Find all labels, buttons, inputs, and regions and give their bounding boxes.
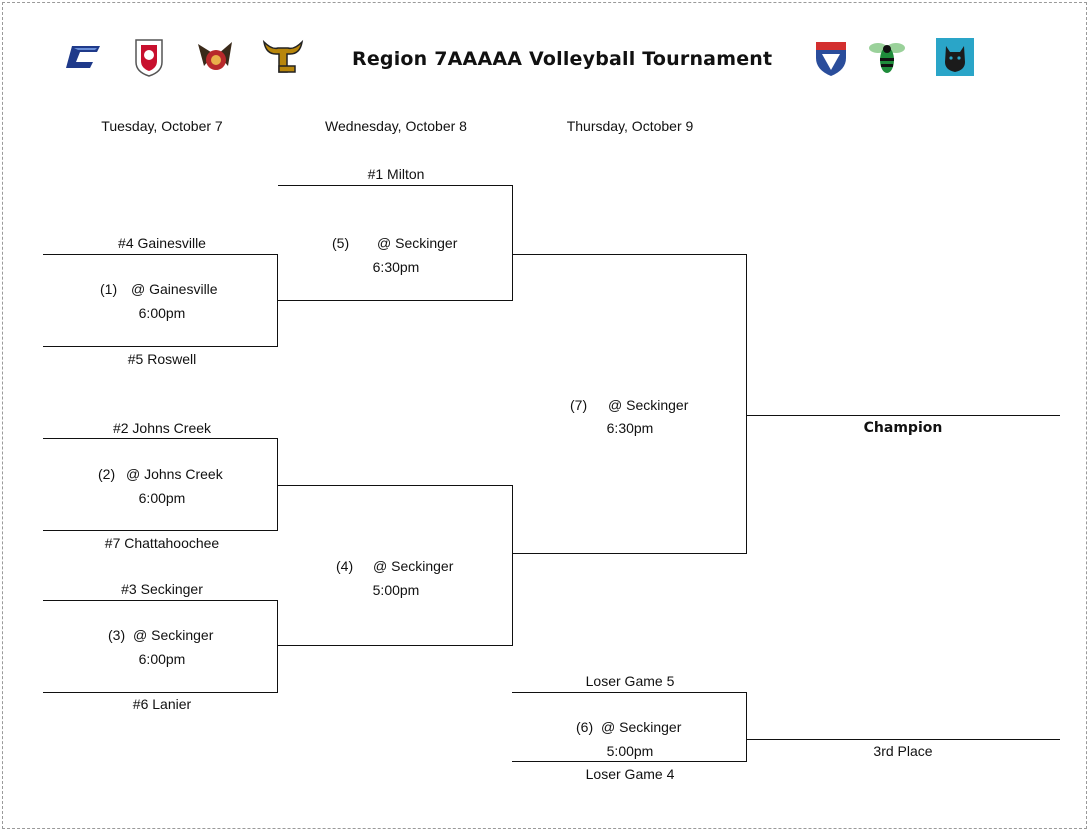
bracket-line-gainesville bbox=[43, 254, 278, 255]
bracket-line-milton bbox=[278, 185, 513, 186]
third-place-label: 3rd Place bbox=[873, 743, 933, 759]
day-header-thursday: Thursday, October 9 bbox=[566, 118, 694, 134]
bracket-connector-game6 bbox=[746, 692, 747, 762]
game5-number: (5) bbox=[332, 235, 350, 251]
bracket-line-game2-winner bbox=[278, 485, 513, 486]
day-header-tuesday: Tuesday, October 7 bbox=[101, 118, 223, 134]
game5-time: 6:30pm bbox=[372, 259, 420, 275]
team-label-johns-creek: #2 Johns Creek bbox=[112, 420, 212, 436]
bracket-connector-game2 bbox=[277, 438, 278, 531]
bracket-line-game4-winner bbox=[512, 553, 747, 554]
game3-number: (3) bbox=[108, 627, 126, 643]
game1-time: 6:00pm bbox=[138, 305, 186, 321]
eagle-shield-logo-icon bbox=[810, 36, 852, 78]
team-label-gainesville: #4 Gainesville bbox=[118, 235, 206, 251]
bracket-connector-game1 bbox=[277, 254, 278, 347]
game6-number: (6) bbox=[576, 719, 594, 735]
game5-location: @ Seckinger bbox=[377, 235, 458, 251]
c-logo-icon bbox=[64, 36, 106, 78]
bracket-line-loser-game5 bbox=[512, 692, 747, 693]
day-header-wednesday: Wednesday, October 8 bbox=[325, 118, 467, 134]
game4-location: @ Seckinger bbox=[373, 558, 454, 574]
game4-time: 5:00pm bbox=[372, 582, 420, 598]
bracket-connector-game7 bbox=[746, 254, 747, 554]
team-label-lanier: #6 Lanier bbox=[132, 696, 192, 712]
team-label-milton: #1 Milton bbox=[367, 166, 425, 182]
bracket-line-loser-game4 bbox=[512, 761, 747, 762]
game2-time: 6:00pm bbox=[138, 490, 186, 506]
team-label-seckinger: #3 Seckinger bbox=[121, 581, 203, 597]
game1-location: @ Gainesville bbox=[131, 281, 218, 297]
bracket-connector-game3 bbox=[277, 600, 278, 693]
team-label-chattahoochee: #7 Chattahoochee bbox=[104, 535, 220, 551]
game2-number: (2) bbox=[98, 466, 116, 482]
mascot-logo-icon bbox=[194, 36, 236, 78]
game3-time: 6:00pm bbox=[138, 651, 186, 667]
game7-time: 6:30pm bbox=[606, 420, 654, 436]
consolation-top-label: Loser Game 5 bbox=[585, 673, 675, 689]
bracket-line-third-place bbox=[747, 739, 1060, 740]
bracket-line-roswell bbox=[43, 346, 278, 347]
game3-location: @ Seckinger bbox=[133, 627, 214, 643]
game1-number: (1) bbox=[100, 281, 118, 297]
bracket-line-game3-winner bbox=[278, 645, 513, 646]
game4-number: (4) bbox=[336, 558, 354, 574]
bracket-line-lanier bbox=[43, 692, 278, 693]
champion-label: Champion bbox=[863, 420, 943, 436]
game6-time: 5:00pm bbox=[606, 743, 654, 759]
horns-logo-icon bbox=[262, 36, 304, 78]
bracket-line-seckinger bbox=[43, 600, 278, 601]
bracket-line-game1-winner bbox=[278, 300, 513, 301]
bracket-line-chattahoochee bbox=[43, 530, 278, 531]
bracket-connector-game4 bbox=[512, 485, 513, 646]
shield-logo-icon bbox=[128, 36, 170, 78]
page-title: Region 7AAAAA Volleyball Tournament bbox=[352, 48, 773, 70]
panther-logo-icon bbox=[934, 36, 976, 78]
game6-location: @ Seckinger bbox=[601, 719, 682, 735]
consolation-bottom-label: Loser Game 4 bbox=[585, 766, 675, 782]
bracket-line-champion bbox=[747, 415, 1060, 416]
bracket-line-johns-creek bbox=[43, 438, 278, 439]
hornet-logo-icon bbox=[866, 36, 908, 78]
game7-number: (7) bbox=[570, 397, 588, 413]
game7-location: @ Seckinger bbox=[608, 397, 689, 413]
bracket-line-game5-winner bbox=[512, 254, 747, 255]
bracket-connector-game5 bbox=[512, 185, 513, 301]
team-label-roswell: #5 Roswell bbox=[127, 351, 197, 367]
game2-location: @ Johns Creek bbox=[126, 466, 223, 482]
